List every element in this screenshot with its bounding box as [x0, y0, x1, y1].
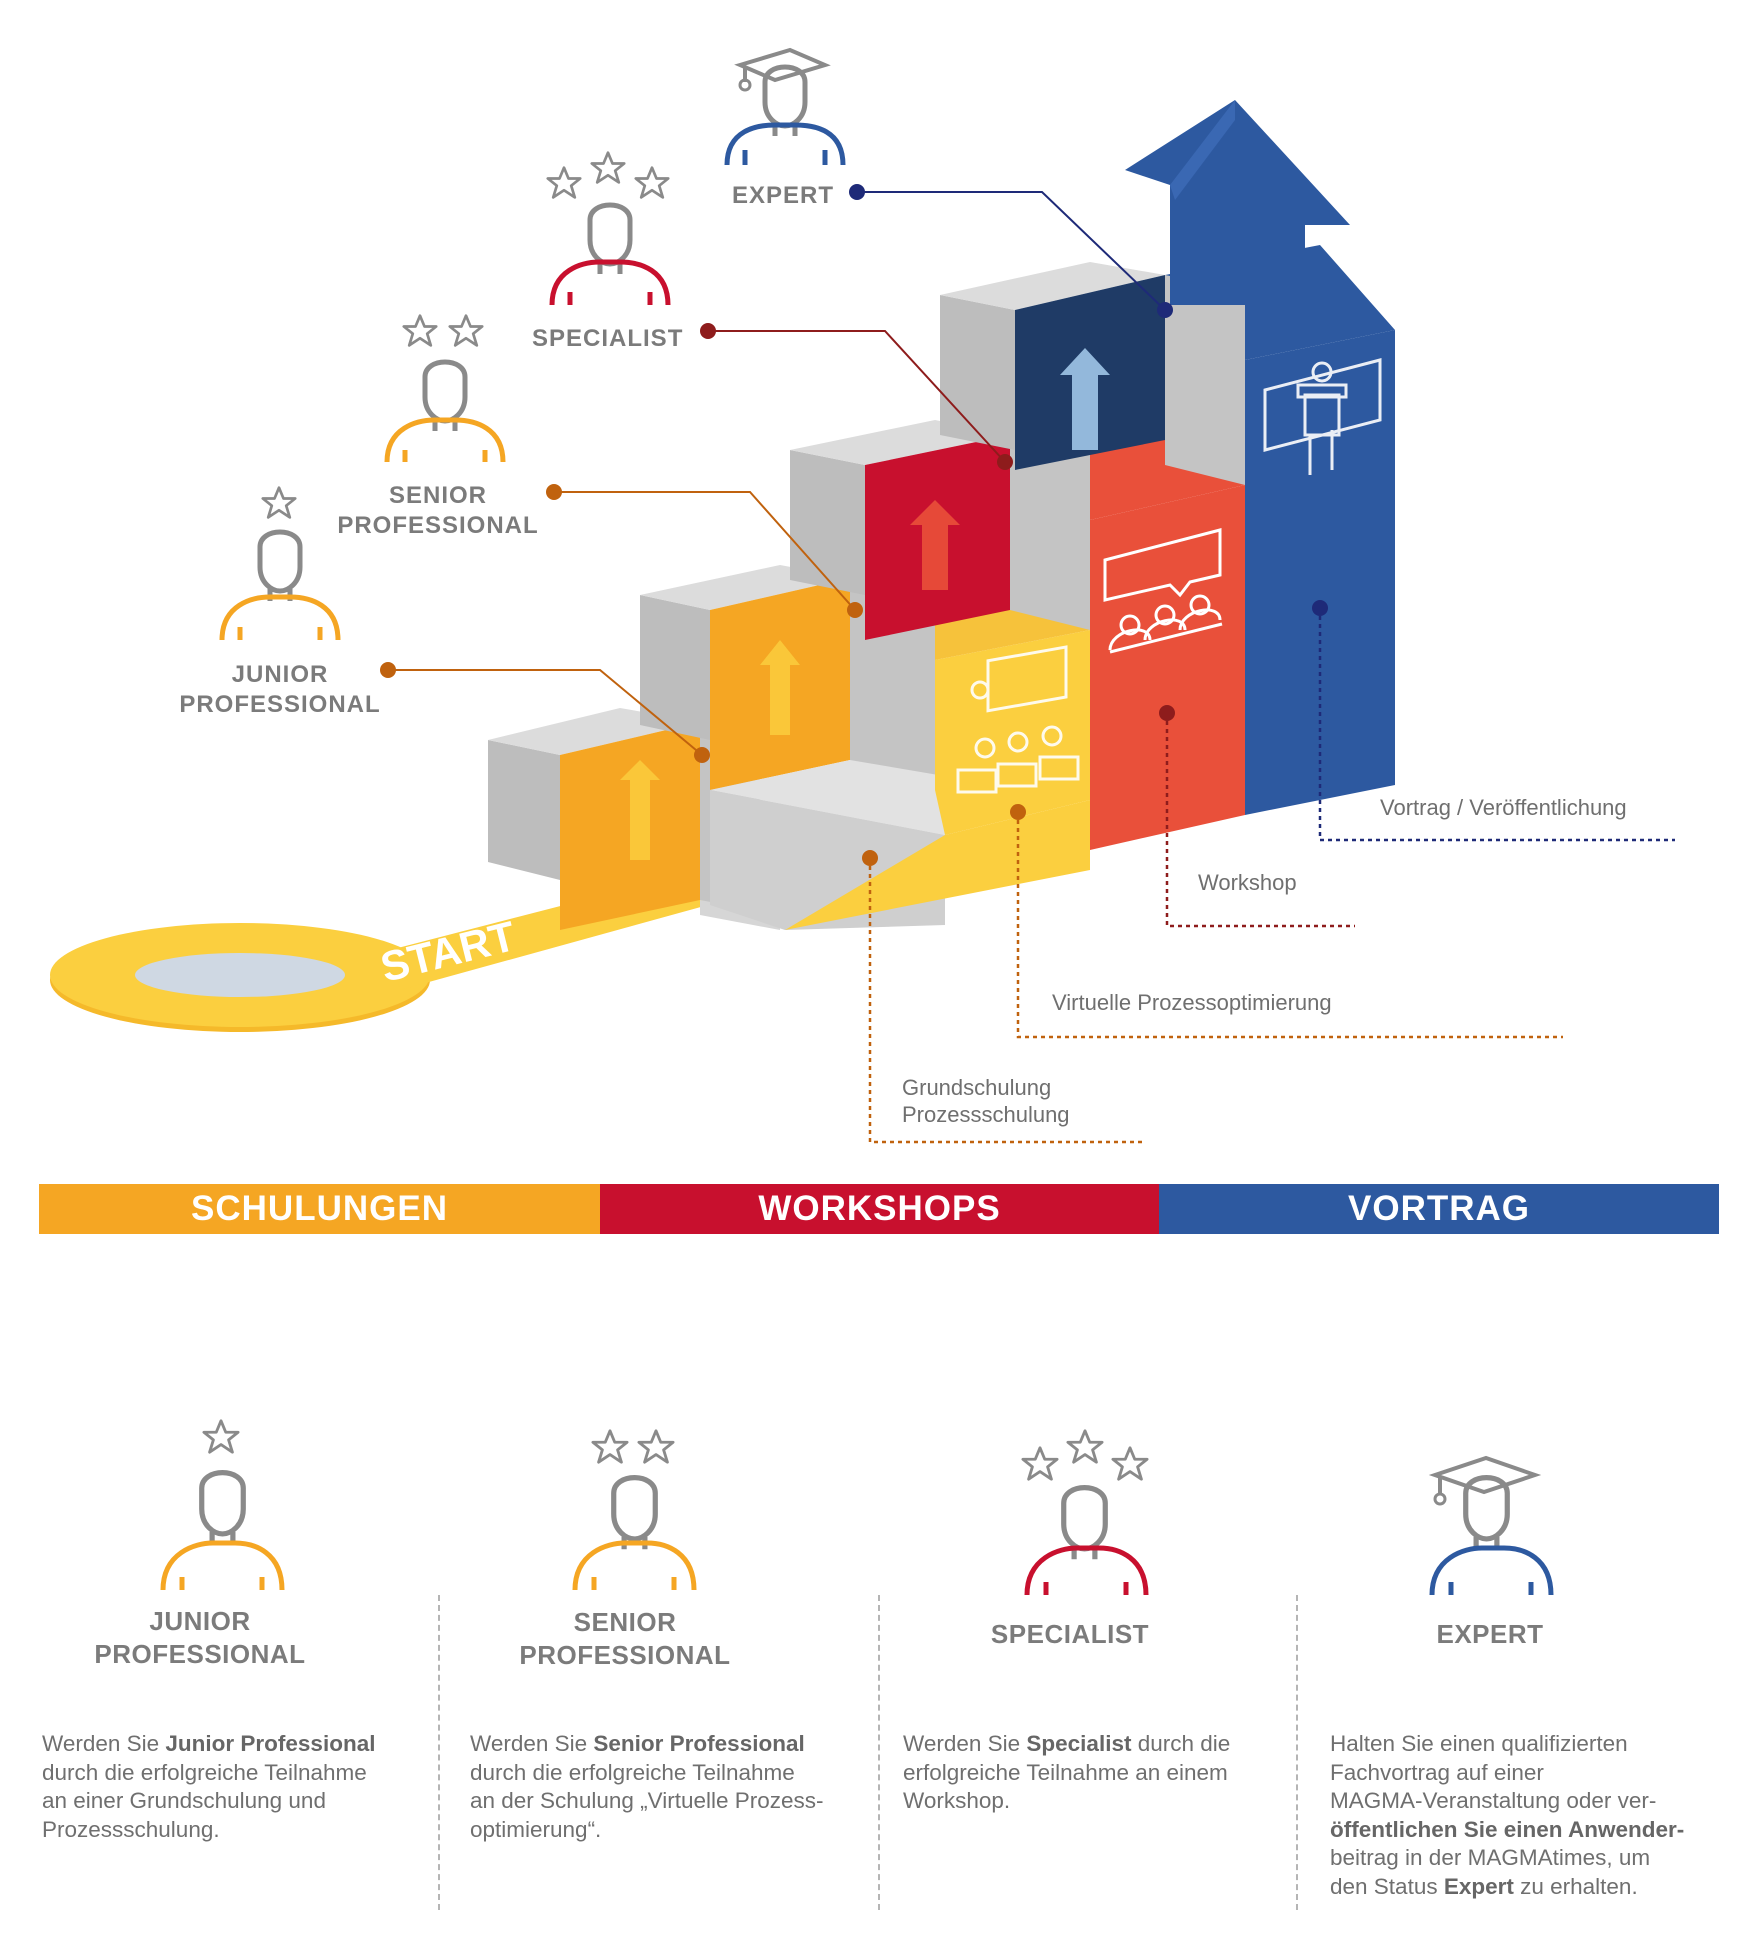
- senior-figure-top: [384, 314, 506, 463]
- senior-desc-bold: Senior Professional: [593, 1731, 805, 1756]
- line-senior: [546, 484, 863, 618]
- junior-desc-3: an einer Grundschulung und: [42, 1788, 326, 1813]
- junior-desc-4: Prozessschulung.: [42, 1816, 220, 1842]
- junior-desc-pre: Werden Sie: [42, 1731, 166, 1756]
- category-schulungen: SCHULUNGEN: [39, 1184, 600, 1234]
- separator-2: [878, 1595, 880, 1910]
- expert-figure-top: [724, 47, 846, 166]
- specialist-figure-bottom: [1021, 1429, 1149, 1596]
- junior-desc-2: durch die erfolgreiche Teilnahme: [42, 1759, 367, 1785]
- label-senior-2: PROFESSIONAL: [337, 512, 538, 539]
- senior-title-2: PROFESSIONAL: [519, 1640, 731, 1670]
- expert-desc-6-pre: den Status: [1330, 1873, 1444, 1899]
- line-virtuell: [1010, 804, 1563, 1039]
- line-grundschulung: [862, 850, 1145, 1144]
- expert-desc-3: MAGMA-Veranstaltung oder ver-: [1330, 1788, 1657, 1813]
- activity-vortrag: Vortrag / Veröffentlichung: [1380, 795, 1627, 820]
- specialist-title-1: SPECIALIST: [990, 1619, 1150, 1649]
- up-arrow: [1125, 100, 1350, 305]
- specialist-description: Werden Sie Specialist durch die erfolgre…: [903, 1730, 1273, 1816]
- specialist-desc-bold: Specialist: [1026, 1731, 1132, 1756]
- label-senior-1: SENIOR: [389, 482, 487, 509]
- expert-desc-2: Fachvortrag auf einer: [1330, 1759, 1544, 1785]
- expert-figure-bottom: [1428, 1455, 1554, 1596]
- category-workshops: WORKSHOPS: [600, 1184, 1159, 1234]
- line-expert: [849, 184, 1173, 318]
- specialist-desc-2: erfolgreiche Teilnahme an einem: [903, 1759, 1228, 1785]
- label-expert: EXPERT: [732, 182, 834, 209]
- category-workshops-label: WORKSHOPS: [758, 1189, 1001, 1228]
- junior-desc-bold: Junior Professional: [165, 1731, 376, 1756]
- junior-description: Werden Sie Junior Professional durch die…: [42, 1730, 412, 1844]
- activity-workshop: Workshop: [1198, 870, 1297, 895]
- label-junior-2: PROFESSIONAL: [179, 691, 380, 718]
- junior-figure-bottom: [160, 1419, 285, 1591]
- start-label: START: [376, 912, 521, 991]
- column-expert: EXPERT Halten Sie einen qualifizierten F…: [1300, 1618, 1700, 1899]
- category-vortrag-label: VORTRAG: [1348, 1189, 1530, 1228]
- senior-desc-3: an der Schulung „Virtuelle Prozess-: [470, 1788, 824, 1813]
- senior-description: Werden Sie Senior Professional durch die…: [470, 1730, 840, 1844]
- junior-figure-top: [219, 486, 341, 641]
- column-senior: SENIOR PROFESSIONAL Werden Sie Senior Pr…: [450, 1606, 830, 1842]
- specialist-desc-post: durch die: [1131, 1731, 1231, 1756]
- expert-desc-1: Halten Sie einen qualifizierten: [1330, 1731, 1628, 1756]
- specialist-desc-3: Workshop.: [903, 1788, 1011, 1813]
- label-junior-1: JUNIOR: [232, 661, 329, 688]
- junior-title: JUNIOR PROFESSIONAL: [10, 1605, 390, 1671]
- line-vortrag: [1312, 600, 1675, 842]
- senior-figure-bottom: [572, 1429, 697, 1591]
- expert-title: EXPERT: [1300, 1618, 1680, 1651]
- junior-title-1: JUNIOR: [149, 1606, 251, 1636]
- specialist-title: SPECIALIST: [880, 1618, 1260, 1651]
- expert-title-1: EXPERT: [1436, 1619, 1544, 1649]
- column-junior: JUNIOR PROFESSIONAL Werden Sie Junior Pr…: [30, 1605, 410, 1842]
- activity-grund-2: Prozessschulung: [902, 1102, 1070, 1127]
- category-schulungen-label: SCHULUNGEN: [191, 1189, 448, 1228]
- expert-description: Halten Sie einen qualifizierten Fachvort…: [1330, 1730, 1700, 1901]
- specialist-figure-top: [546, 151, 671, 306]
- line-specialist: [700, 323, 1013, 470]
- expert-desc-4: öffentlichen Sie einen Anwender-: [1330, 1816, 1685, 1842]
- senior-title-1: SENIOR: [573, 1607, 677, 1637]
- separator-1: [438, 1595, 440, 1910]
- expert-desc-6-bold: Expert: [1443, 1873, 1514, 1899]
- senior-desc-4: optimierung“.: [470, 1816, 602, 1842]
- label-specialist: SPECIALIST: [532, 325, 683, 352]
- line-junior: [380, 662, 710, 763]
- block-schulung: [700, 548, 1090, 930]
- line-workshop: [1159, 705, 1355, 928]
- senior-title: SENIOR PROFESSIONAL: [435, 1606, 815, 1672]
- expert-desc-5: beitrag in der MAGMAtimes, um: [1330, 1845, 1651, 1870]
- specialist-desc-pre: Werden Sie: [903, 1731, 1027, 1756]
- separator-3: [1296, 1595, 1298, 1910]
- category-vortrag: VORTRAG: [1159, 1184, 1719, 1234]
- activity-virtuell: Virtuelle Prozessoptimierung: [1052, 990, 1332, 1015]
- junior-title-2: PROFESSIONAL: [94, 1639, 306, 1669]
- senior-desc-2: durch die erfolgreiche Teilnahme: [470, 1759, 795, 1785]
- step-4: [940, 262, 1245, 485]
- activity-grund-1: Grundschulung: [902, 1075, 1051, 1100]
- column-specialist: SPECIALIST Werden Sie Specialist durch d…: [895, 1618, 1275, 1813]
- senior-desc-pre: Werden Sie: [470, 1731, 594, 1756]
- expert-desc-6-post: zu erhalten.: [1513, 1873, 1638, 1899]
